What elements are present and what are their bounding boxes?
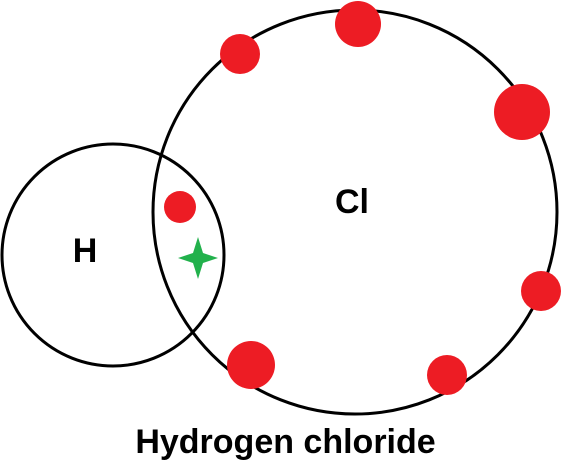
hydrogen-electron-star [178,237,218,279]
chlorine-electron-shared [164,191,196,223]
chlorine-electron [521,271,561,311]
hydrogen-label: H [73,232,98,270]
chlorine-electron [220,34,260,74]
hydrogen-shell [0,142,226,368]
molecule-name-caption: Hydrogen chloride [135,423,436,461]
chlorine-electron [427,355,467,395]
chlorine-electron [494,84,550,140]
chlorine-electron [227,341,275,389]
chlorine-label: Cl [335,183,369,221]
chlorine-electron [335,1,381,47]
